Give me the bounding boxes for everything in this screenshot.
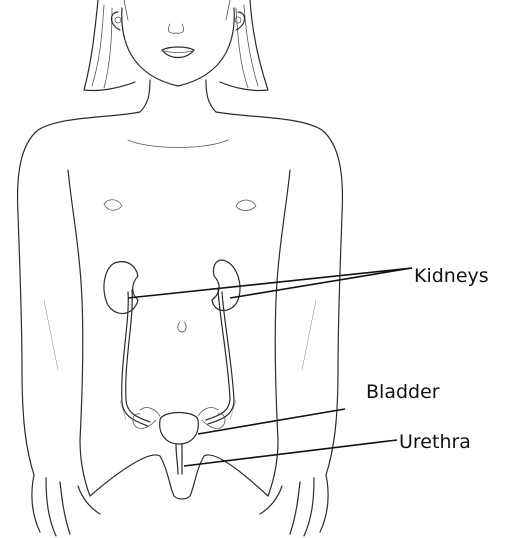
navel bbox=[178, 322, 186, 332]
face bbox=[112, 8, 245, 86]
bladder-leader bbox=[198, 409, 345, 434]
kidney-leader-left bbox=[128, 268, 412, 298]
neck-left bbox=[140, 80, 150, 112]
left-arm-inner bbox=[68, 170, 90, 496]
urethra-label: Urethra bbox=[399, 431, 471, 453]
collar-line bbox=[128, 140, 228, 148]
kidneys-label: Kidneys bbox=[414, 265, 489, 287]
right-nipple bbox=[236, 200, 256, 211]
child-figure bbox=[18, 0, 343, 536]
bladder-label: Bladder bbox=[366, 381, 440, 403]
right-kidney bbox=[212, 260, 240, 311]
right-ureter-inner bbox=[208, 292, 234, 424]
hair bbox=[84, 0, 268, 91]
right-ovary bbox=[202, 414, 225, 429]
kidney-leader-right bbox=[230, 268, 412, 298]
groin bbox=[90, 455, 268, 499]
right-arm-inner bbox=[268, 170, 290, 496]
urethra bbox=[176, 444, 182, 474]
urethra-leader bbox=[184, 440, 397, 466]
left-kidney bbox=[104, 262, 138, 314]
urinary-organs bbox=[104, 260, 240, 474]
right-hand bbox=[260, 475, 328, 536]
neck-right bbox=[206, 80, 216, 112]
left-nipple bbox=[104, 200, 122, 211]
bladder bbox=[160, 413, 199, 445]
left-hand bbox=[32, 475, 100, 536]
